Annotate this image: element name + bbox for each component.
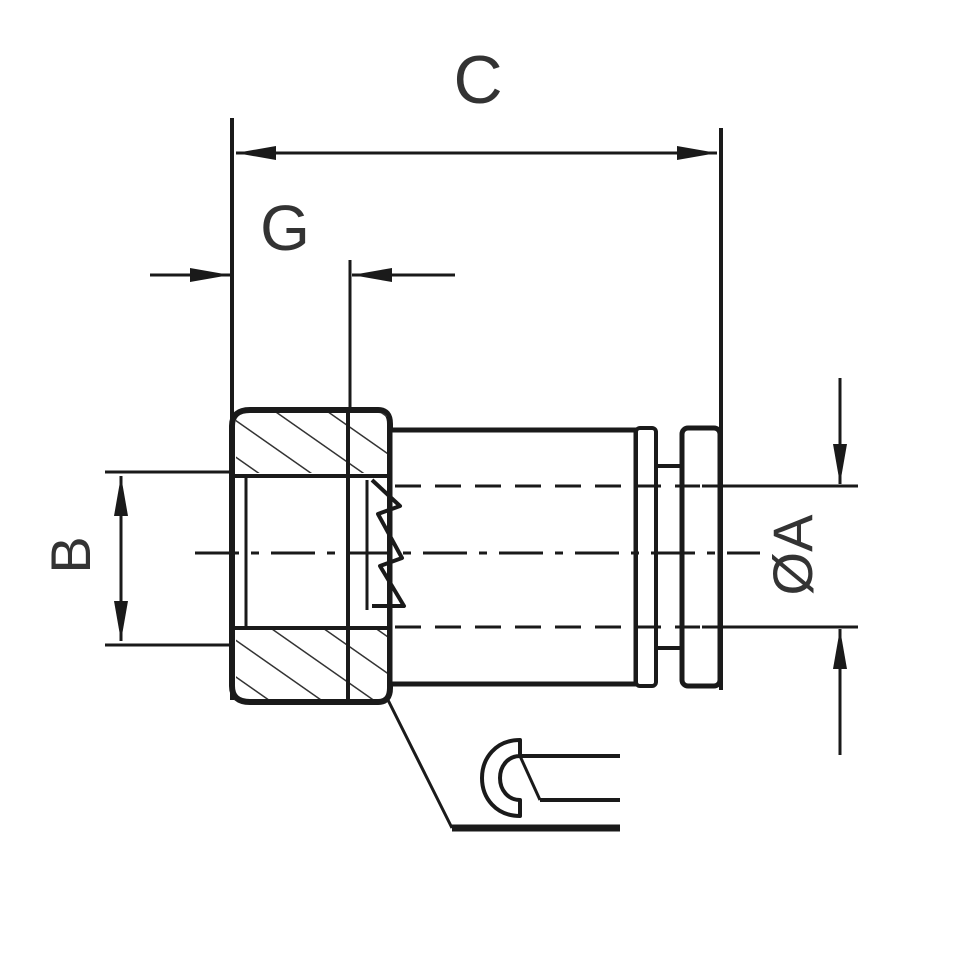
wrench-icon bbox=[480, 738, 620, 818]
label-c: C bbox=[453, 42, 502, 118]
label-g: G bbox=[260, 192, 310, 264]
collar-neck bbox=[654, 464, 684, 650]
dimension-g: G bbox=[150, 192, 455, 420]
dimension-b: B bbox=[39, 470, 235, 647]
collet-body bbox=[387, 425, 723, 689]
hatched-section-bottom bbox=[236, 626, 387, 699]
label-a: ØA bbox=[761, 514, 824, 596]
threaded-body bbox=[229, 407, 393, 705]
release-button bbox=[679, 425, 723, 689]
label-b: B bbox=[39, 536, 102, 573]
collar-ring bbox=[634, 426, 658, 688]
dimension-a: ØA bbox=[700, 378, 858, 755]
seal-detail bbox=[370, 478, 406, 608]
seal-profile bbox=[370, 478, 406, 608]
collet-outline bbox=[387, 427, 639, 687]
wrench-callout bbox=[386, 699, 620, 832]
leader-line bbox=[386, 699, 454, 829]
hidden-lines bbox=[395, 484, 700, 629]
hatched-section-top bbox=[236, 413, 387, 473]
